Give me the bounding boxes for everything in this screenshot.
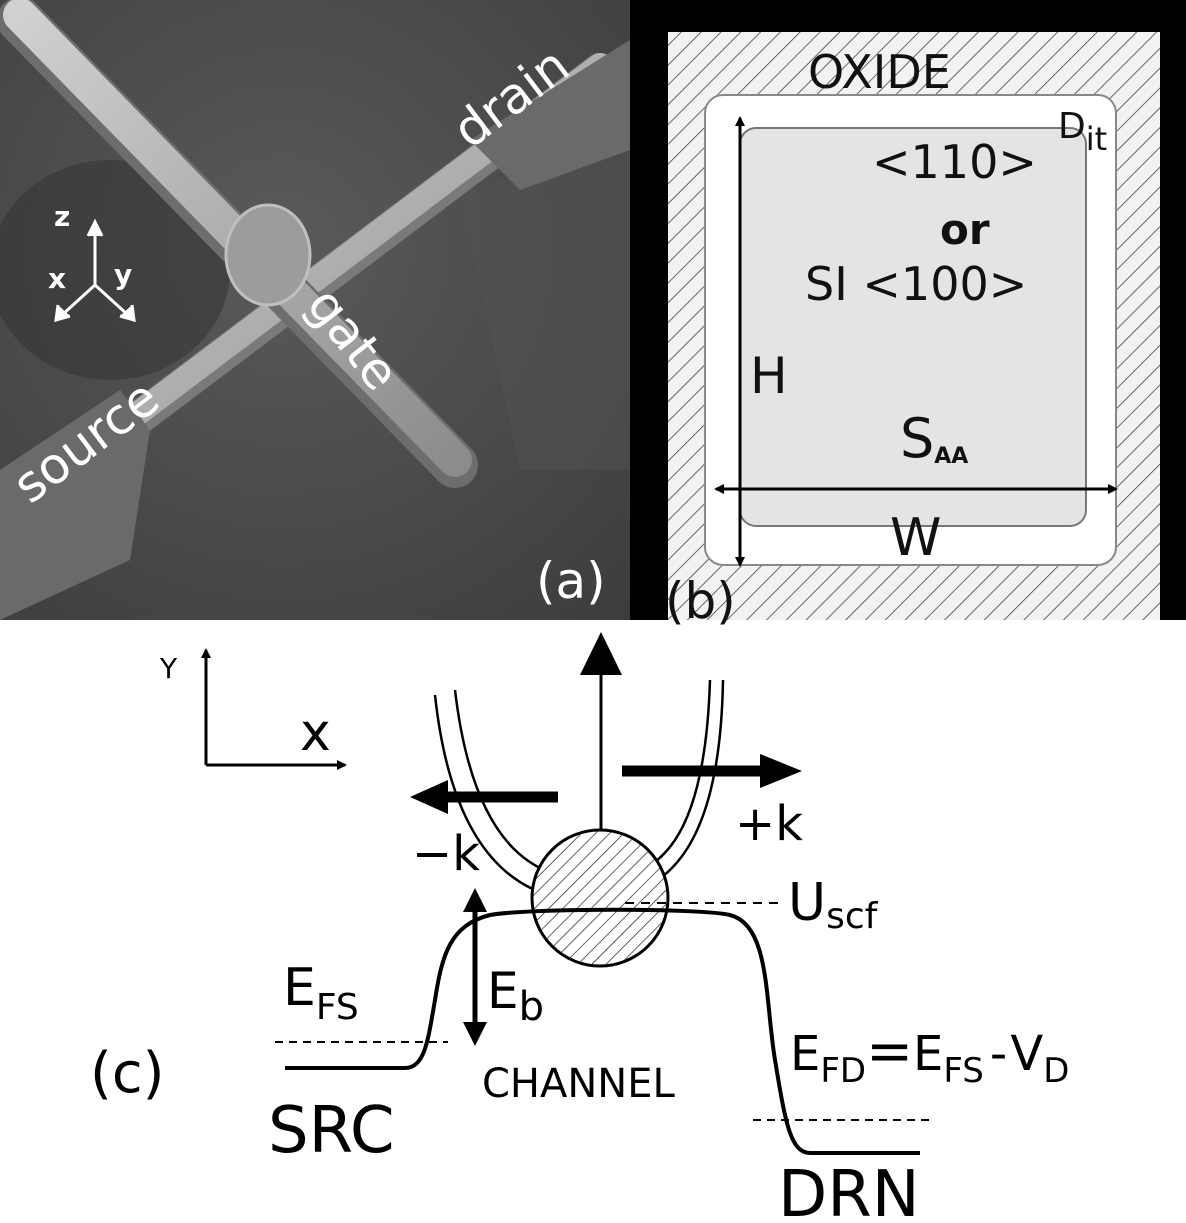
saa-label: SAA (900, 407, 968, 470)
gate-junction (224, 203, 312, 307)
axis-y-label: y (114, 258, 132, 291)
panel-a-label: (a) (536, 552, 606, 610)
saa-sub: AA (934, 444, 968, 469)
saa-main: S (900, 407, 934, 470)
sem-dark-region (0, 160, 230, 380)
minus-k-label: −k (412, 826, 480, 882)
minus-k-arrow-head (410, 780, 448, 814)
height-label: H (750, 347, 788, 405)
efd-sub: FD (820, 1051, 866, 1091)
eb-sub: b (519, 984, 544, 1030)
eb-label: Eb (487, 962, 544, 1030)
efd-equation: EFD=EFS-VD (790, 1019, 1069, 1091)
scattering-region (530, 828, 670, 968)
oxide-label: OXIDE (808, 45, 951, 99)
panel-a-axes (54, 218, 136, 323)
or-label: or (940, 205, 990, 254)
efd-main: E (790, 1026, 820, 1082)
axis-y-label: Y (159, 652, 178, 685)
efs-label: EFS (283, 958, 359, 1028)
efs-main: E (283, 958, 316, 1018)
panel-c-band-diagram: Y x −k +k Uscf Eb EFS (90, 632, 1069, 1223)
dit-sub: it (1086, 120, 1107, 158)
efd-equals: = (866, 1019, 913, 1084)
conduction-band-profile (285, 907, 920, 1155)
axis-z-label: z (54, 200, 70, 233)
efd-minus: - (990, 1026, 1005, 1082)
dit-label: Dit (1058, 106, 1107, 158)
drn-label: DRN (778, 1158, 920, 1223)
axis-x-label: x (48, 262, 66, 295)
eb-main: E (487, 962, 519, 1020)
plus-k-arrow-head (760, 754, 802, 788)
plus-k-label: +k (735, 796, 803, 852)
uscf-sub: scf (826, 896, 879, 937)
efd-efs-main: E (913, 1026, 943, 1082)
panel-b-cross-section: OXIDE Dit <110> or SI <100> H SAA W (b) (630, 0, 1186, 630)
energy-axis-head (580, 632, 622, 675)
width-label: W (890, 508, 941, 568)
efd-vd-sub: D (1043, 1051, 1069, 1091)
src-label: SRC (268, 1094, 395, 1168)
uscf-label: Uscf (788, 873, 879, 937)
dit-main: D (1058, 106, 1086, 147)
channel-label: CHANNEL (482, 1061, 675, 1107)
source-pad (0, 390, 150, 620)
barrier-arrow-head-up (463, 888, 487, 912)
uscf-main: U (788, 873, 826, 933)
panel-c-label: (c) (90, 1041, 164, 1106)
efd-vd-main: V (1010, 1026, 1043, 1082)
efd-efs-sub: FS (943, 1051, 984, 1091)
orientation-110-label: <110> (872, 135, 1037, 189)
drain-pad (470, 40, 630, 190)
axis-x-label: x (300, 703, 331, 763)
si-100-label: SI <100> (805, 257, 1027, 311)
sem-pad-region (460, 150, 630, 470)
panel-b-label: (b) (665, 572, 736, 630)
panel-a-sem-image: z x y drain gate source (a) (0, 0, 630, 620)
efs-sub: FS (316, 987, 359, 1028)
barrier-arrow-head-down (463, 1022, 487, 1046)
